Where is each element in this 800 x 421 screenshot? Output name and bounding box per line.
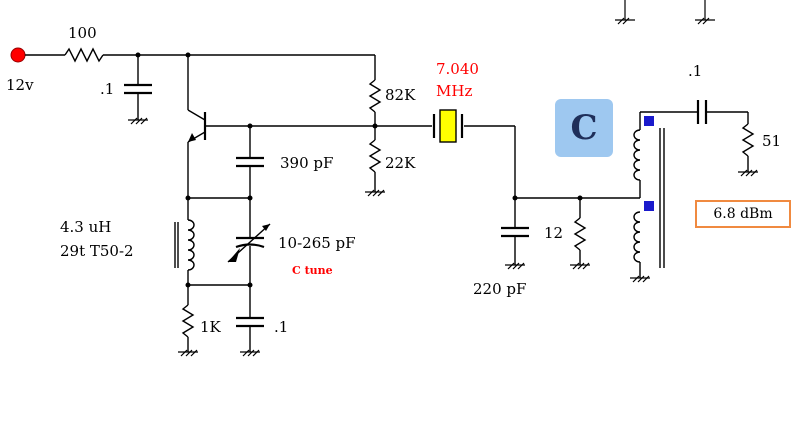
label-c-feedback: 390 pF (280, 154, 333, 172)
inductor (187, 219, 195, 271)
label-r-output: 51 (762, 132, 781, 150)
ground-symbol (128, 117, 148, 125)
label-c-output: .1 (688, 62, 702, 80)
label-r-input: 100 (68, 24, 97, 42)
label-c-tune: C tune (292, 264, 333, 277)
crystal (439, 109, 457, 143)
resistor-51 (741, 123, 755, 157)
label-inductor-core: 29t T50-2 (60, 242, 134, 260)
ground-symbol (615, 0, 635, 25)
label-r-bias-bottom: 22K (385, 154, 416, 172)
label-inductor-value: 4.3 uH (60, 218, 111, 236)
ground-symbol (570, 262, 590, 270)
resistor-82k (368, 79, 382, 113)
label-r-emitter: 1K (200, 318, 222, 336)
transformer-dot (644, 116, 654, 126)
label-c-emitter: .1 (274, 318, 288, 336)
label-c-shunt: 220 pF (473, 280, 526, 298)
label-r-load: 12 (544, 224, 563, 242)
ground-symbol (365, 189, 385, 197)
resistor-100 (64, 47, 104, 63)
ground-symbol (695, 0, 715, 25)
output-level-box: 6.8 dBm (695, 200, 791, 228)
transformer-dot (644, 201, 654, 211)
label-freq-value: 7.040 (436, 60, 479, 78)
label-c-bypass: .1 (100, 80, 114, 98)
ground-symbol (738, 169, 758, 177)
ground-symbol (630, 275, 650, 283)
transformer-secondary (633, 129, 641, 181)
transformer-primary (633, 211, 641, 263)
resistor-12 (573, 217, 587, 251)
ground-symbol (505, 262, 525, 270)
resistor-22k (368, 139, 382, 173)
mode-badge-label: C (570, 108, 598, 148)
label-supply: 12v (6, 76, 34, 94)
ground-symbol (240, 349, 260, 357)
supply-terminal (10, 47, 26, 63)
label-freq-unit: MHz (436, 82, 472, 100)
ground-symbol (178, 349, 198, 357)
label-c-variable: 10-265 pF (278, 234, 356, 252)
mode-badge: C (555, 99, 613, 157)
output-level-label: 6.8 dBm (713, 206, 773, 222)
resistor-1k (181, 304, 195, 338)
label-r-bias-top: 82K (385, 86, 416, 104)
